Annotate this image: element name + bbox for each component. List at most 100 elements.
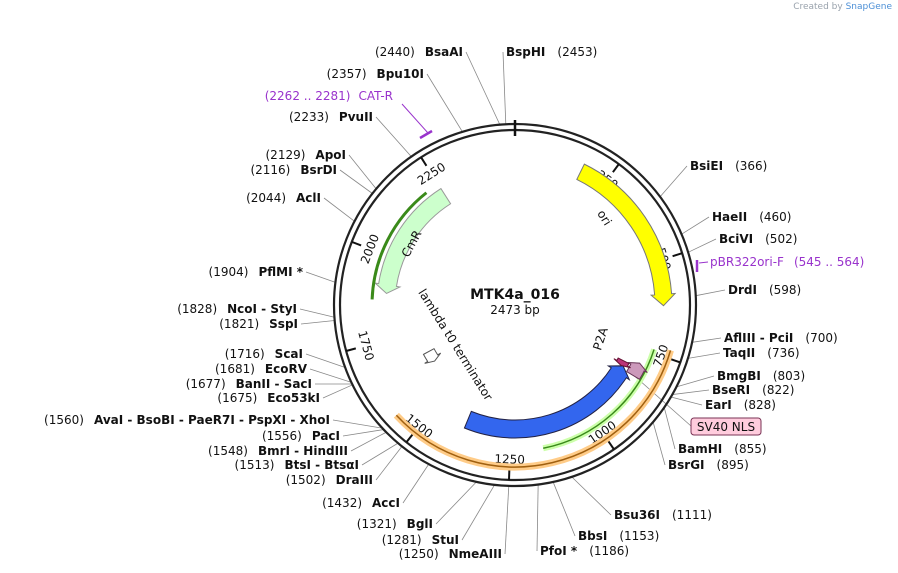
site-name[interactable]: SspI <box>269 317 298 331</box>
site-name[interactable]: Eco53kI <box>267 391 320 405</box>
tagbfp-feature[interactable] <box>463 365 631 439</box>
site-name[interactable]: NmeAIII <box>449 547 502 561</box>
site-acli[interactable]: AclI(2044) <box>246 191 321 205</box>
site-scai[interactable]: ScaI(1716) <box>225 347 303 361</box>
site-name[interactable]: ApoI <box>315 148 346 162</box>
site-position: (1828) <box>177 302 217 316</box>
site-pfoi[interactable]: PfoI *(1186) <box>540 544 629 558</box>
site-bmri-hindiii[interactable]: BmrI - HindIII(1548) <box>208 444 348 458</box>
primer-name[interactable]: pBR322ori-F <box>710 255 784 269</box>
site-btsi-bts-i[interactable]: BtsI - BtsαI(1513) <box>235 458 359 472</box>
site-eco53ki[interactable]: Eco53kI(1675) <box>217 391 320 405</box>
site-position: (803) <box>773 369 805 383</box>
site-avai-bsobi-paer7i-pspxi-xhoi[interactable]: AvaI - BsoBI - PaeR7I - PspXI - XhoI(156… <box>44 413 330 427</box>
site-name[interactable]: TaqII <box>723 346 755 360</box>
site-name[interactable]: PacI <box>312 429 340 443</box>
site-draiii[interactable]: DraIII(1502) <box>286 473 373 487</box>
site-bcivi[interactable]: BciVI(502) <box>719 232 797 246</box>
site-name[interactable]: AflIII - PciI <box>724 331 793 345</box>
site-bsrgi[interactable]: BsrGI(895) <box>668 458 749 472</box>
site-labels[interactable]: BspHI(2453) BsiEI(366) HaeII(460) BciVI(502… <box>44 45 864 561</box>
site-bsphi[interactable]: BspHI(2453) <box>506 45 597 59</box>
site-position: (598) <box>769 283 801 297</box>
cmr-feature[interactable] <box>373 187 452 295</box>
leader-line <box>332 419 383 429</box>
site-bsaai[interactable]: BsaAI(2440) <box>375 45 463 59</box>
site-paci[interactable]: PacI(1556) <box>262 429 340 443</box>
site-haeii[interactable]: HaeII(460) <box>712 210 792 224</box>
site-name[interactable]: BciVI <box>719 232 753 246</box>
site-ecorv[interactable]: EcoRV(1681) <box>215 362 308 376</box>
leader-line <box>322 384 353 399</box>
site-name[interactable]: DrdI <box>728 283 757 297</box>
site-pflmi[interactable]: PflMI *(1904) <box>209 265 304 279</box>
site-sspi[interactable]: SspI(1821) <box>219 317 298 331</box>
site-name[interactable]: BsrDI <box>300 163 337 177</box>
site-bsiei[interactable]: BsiEI(366) <box>690 159 767 173</box>
site-bsu36i[interactable]: Bsu36I(1111) <box>614 508 712 522</box>
site-bseri[interactable]: BseRI(822) <box>712 383 794 397</box>
site-position: (2116) <box>250 163 290 177</box>
site-pvuii[interactable]: PvuII(2233) <box>289 110 373 124</box>
site-name[interactable]: Bsu36I <box>614 508 660 522</box>
site-name[interactable]: BmrI - HindIII <box>258 444 348 458</box>
site-banii-saci[interactable]: BanII - SacI(1677) <box>186 377 312 391</box>
site-bbsi[interactable]: BbsI(1153) <box>578 529 659 543</box>
leader-line <box>342 429 384 437</box>
site-name[interactable]: EarI <box>705 398 732 412</box>
site-name[interactable]: BbsI <box>578 529 607 543</box>
site-bamhi[interactable]: BamHI(855) <box>678 442 767 456</box>
site-name[interactable]: EcoRV <box>265 362 308 376</box>
lambda-terminator-feature[interactable] <box>422 348 442 364</box>
site-name[interactable]: AclI <box>296 191 321 205</box>
leader-line <box>652 421 666 466</box>
site-bgli[interactable]: BglI(1321) <box>357 517 433 531</box>
site-name[interactable]: BglI <box>407 517 433 531</box>
site-name[interactable]: PfoI * <box>540 544 578 558</box>
site-name[interactable]: BmgBI <box>717 369 761 383</box>
p2a-feature[interactable] <box>625 362 648 380</box>
ori-label: ori <box>594 207 614 228</box>
site-apoi[interactable]: ApoI(2129) <box>266 148 347 162</box>
site-afliii-pcii[interactable]: AflIII - PciI(700) <box>724 331 838 345</box>
site-bsrdi[interactable]: BsrDI (2116) <box>250 163 337 177</box>
sv40-nls-marker[interactable] <box>613 357 631 369</box>
site-name[interactable]: BseRI <box>712 383 750 397</box>
site-name[interactable]: DraIII <box>336 473 373 487</box>
leader-line <box>552 481 576 537</box>
site-name[interactable]: PvuII <box>339 110 373 124</box>
site-name[interactable]: StuI <box>432 533 459 547</box>
site-name[interactable]: HaeII <box>712 210 747 224</box>
primer-pbr322ori-f[interactable]: pBR322ori-F(545 .. 564) <box>695 255 864 272</box>
site-name[interactable]: BsiEI <box>690 159 723 173</box>
site-name[interactable]: Bpu10I <box>377 67 424 81</box>
site-name[interactable]: BsaAI <box>425 45 463 59</box>
ori-feature[interactable] <box>576 163 677 307</box>
site-acci[interactable]: AccI(1432) <box>322 496 400 510</box>
site-ncoi-styi[interactable]: NcoI - StyI (1828) <box>177 302 297 316</box>
site-eari[interactable]: EarI(828) <box>705 398 776 412</box>
site-name[interactable]: AvaI - BsoBI - PaeR7I - PspXI - XhoI <box>94 413 330 427</box>
lambda-terminator-label: lambda t0 terminator <box>415 286 495 403</box>
site-name[interactable]: BtsI - BtsαI <box>284 458 359 472</box>
site-name[interactable]: NcoI - StyI <box>227 302 297 316</box>
site-name[interactable]: BspHI <box>506 45 545 59</box>
site-name[interactable]: BanII - SacI <box>236 377 312 391</box>
primer-cat-r[interactable]: CAT-R(2262 .. 2281) <box>265 89 433 140</box>
tick-mark <box>670 358 681 364</box>
site-bmgbi[interactable]: BmgBI (803) <box>717 369 805 383</box>
site-taqii[interactable]: TaqII(736) <box>723 346 800 360</box>
sv40-nls-callout[interactable]: SV40 NLS <box>690 417 762 436</box>
site-name[interactable]: ScaI <box>275 347 303 361</box>
site-stui[interactable]: StuI(1281) <box>382 533 459 547</box>
site-bpu10i[interactable]: Bpu10I(2357) <box>327 67 424 81</box>
site-name[interactable]: PflMI * <box>258 265 303 279</box>
site-name[interactable]: BamHI <box>678 442 722 456</box>
site-name[interactable]: BsrGI <box>668 458 705 472</box>
site-drdi[interactable]: DrdI (598) <box>728 283 801 297</box>
site-nmeaiii[interactable]: NmeAIII(1250) <box>399 547 502 561</box>
site-name[interactable]: AccI <box>372 496 400 510</box>
leader-line <box>305 271 336 283</box>
primer-name[interactable]: CAT-R <box>358 89 393 103</box>
